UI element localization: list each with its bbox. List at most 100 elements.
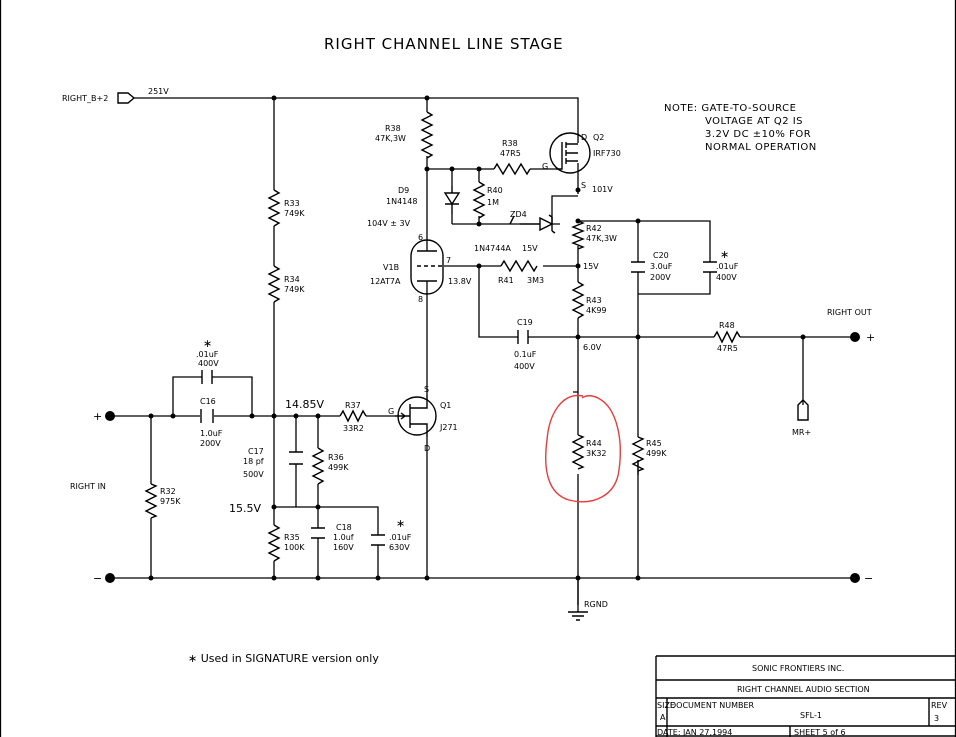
supply-voltage: 251V <box>148 87 169 96</box>
svg-text:S: S <box>424 385 429 394</box>
svg-text:160V: 160V <box>333 543 354 552</box>
svg-text:J271: J271 <box>439 423 458 432</box>
svg-text:DATE: JAN 27,1994: DATE: JAN 27,1994 <box>657 728 732 737</box>
resistor-r35: R35 100K <box>267 524 305 562</box>
svg-text:6: 6 <box>418 233 423 242</box>
svg-text:4K99: 4K99 <box>586 306 607 315</box>
capacitor-star-low: ∗ .01uF 630V <box>371 517 412 552</box>
svg-text:100K: 100K <box>284 543 305 552</box>
voltage-15v: 15V <box>583 262 599 271</box>
output-plus-sign: + <box>866 331 875 344</box>
svg-text:R41: R41 <box>498 276 514 285</box>
resistor-r36: R36 499K <box>311 447 349 485</box>
voltage-104v: 104V ± 3V <box>367 219 411 228</box>
input-minus-sign: − <box>93 572 102 585</box>
svg-text:R36: R36 <box>328 453 344 462</box>
svg-text:.01uF: .01uF <box>389 533 412 542</box>
svg-text:∗: ∗ <box>396 517 405 530</box>
svg-text:3: 3 <box>934 714 939 723</box>
resistor-r42: R42 47K,3W <box>571 220 617 250</box>
svg-text:RIGHT CHANNEL AUDIO SECTION: RIGHT CHANNEL AUDIO SECTION <box>737 685 870 694</box>
input-minus-terminal <box>105 573 115 583</box>
title-block: SONIC FRONTIERS INC. RIGHT CHANNEL AUDIO… <box>655 655 956 737</box>
svg-text:3M3: 3M3 <box>527 276 544 285</box>
svg-text:C18: C18 <box>336 523 352 532</box>
capacitor-star-input: ∗ .01uF 400V <box>196 337 219 384</box>
resistor-r43: R43 4K99 <box>571 281 607 319</box>
voltage-14-85v: 14.85V <box>285 398 324 411</box>
zener-zd4: ZD4 1N4744A 15V <box>474 210 556 253</box>
svg-text:3.2V DC ±10% FOR: 3.2V DC ±10% FOR <box>705 129 811 140</box>
svg-text:SHEET 5 of 6: SHEET 5 of 6 <box>794 728 846 737</box>
ground-icon <box>568 611 588 621</box>
svg-text:1N4744A: 1N4744A <box>474 244 511 253</box>
right-in-label: RIGHT IN <box>70 482 106 491</box>
supply-port-icon <box>117 92 136 104</box>
svg-text:47K,3W: 47K,3W <box>375 134 406 143</box>
resistor-r40: R40 1M <box>472 181 503 219</box>
svg-text:12AT7A: 12AT7A <box>370 277 401 286</box>
output-plus-terminal <box>850 332 860 342</box>
svg-text:400V: 400V <box>198 359 219 368</box>
resistor-r37: R37 33R2 <box>339 401 367 433</box>
svg-text:NORMAL OPERATION: NORMAL OPERATION <box>705 142 817 153</box>
svg-text:R45: R45 <box>646 439 662 448</box>
supply-label: RIGHT_B+2 <box>62 94 108 103</box>
svg-text:R48: R48 <box>719 321 735 330</box>
capacitor-c16: C16 1.0uF 200V <box>200 397 223 448</box>
svg-text:C19: C19 <box>517 318 533 327</box>
svg-text:C16: C16 <box>200 397 216 406</box>
svg-text:R32: R32 <box>160 487 176 496</box>
voltage-6v: 6.0V <box>583 343 602 352</box>
svg-text:IRF730: IRF730 <box>593 149 621 158</box>
svg-text:C20: C20 <box>653 251 669 260</box>
svg-text:749K: 749K <box>284 285 305 294</box>
diode-d9: D9 1N4148 <box>386 186 461 214</box>
svg-text:1N4148: 1N4148 <box>386 197 417 206</box>
mosfet-q2: D G S Q2 IRF730 <box>542 128 621 190</box>
tube-v1b: 6 7 8 V1B 12AT7A <box>370 233 451 304</box>
svg-text:S: S <box>581 181 586 190</box>
footnote: ∗ Used in SIGNATURE version only <box>188 652 379 665</box>
svg-text:18 pf: 18 pf <box>243 457 264 466</box>
svg-text:Q1: Q1 <box>440 401 451 410</box>
svg-text:200V: 200V <box>650 273 671 282</box>
mr-plus-port-icon <box>797 399 809 421</box>
svg-text:G: G <box>388 407 394 416</box>
rgnd-label: RGND <box>584 600 608 609</box>
right-out-label: RIGHT OUT <box>827 308 872 317</box>
svg-text:400V: 400V <box>716 273 737 282</box>
svg-text:15V: 15V <box>522 244 538 253</box>
svg-text:G: G <box>542 162 548 171</box>
svg-text:R40: R40 <box>487 186 503 195</box>
wires <box>110 97 852 612</box>
svg-text:499K: 499K <box>646 449 667 458</box>
svg-text:R38: R38 <box>502 139 518 148</box>
svg-text:R33: R33 <box>284 199 300 208</box>
capacitor-c19: C19 0.1uF 400V <box>514 318 537 371</box>
svg-text:975K: 975K <box>160 497 181 506</box>
svg-text:R35: R35 <box>284 533 300 542</box>
note-block: NOTE: GATE-TO-SOURCE VOLTAGE AT Q2 IS 3.… <box>664 103 817 153</box>
svg-text:8: 8 <box>418 295 423 304</box>
svg-text:SIZE: SIZE <box>657 701 675 710</box>
svg-text:749K: 749K <box>284 209 305 218</box>
svg-text:D: D <box>581 133 587 142</box>
svg-text:D9: D9 <box>398 186 409 195</box>
output-minus-terminal <box>850 573 860 583</box>
voltage-13-8v: 13.8V <box>448 277 472 286</box>
schematic-title: RIGHT CHANNEL LINE STAGE <box>324 35 564 53</box>
svg-text:SFL-1: SFL-1 <box>800 711 822 720</box>
svg-text:NOTE: GATE-TO-SOURCE: NOTE: GATE-TO-SOURCE <box>664 103 796 114</box>
mr-plus-label: MR+ <box>792 428 811 437</box>
capacitor-c18: C18 1.0uf 160V <box>311 523 354 552</box>
voltage-15-5v: 15.5V <box>229 502 261 515</box>
svg-text:1.0uf: 1.0uf <box>333 533 354 542</box>
r44-lead <box>573 390 579 435</box>
resistor-r33: R33 749K <box>267 189 305 227</box>
svg-text:A: A <box>660 713 666 722</box>
svg-text:REV: REV <box>931 701 948 710</box>
resistor-r45: R45 499K <box>631 436 667 472</box>
